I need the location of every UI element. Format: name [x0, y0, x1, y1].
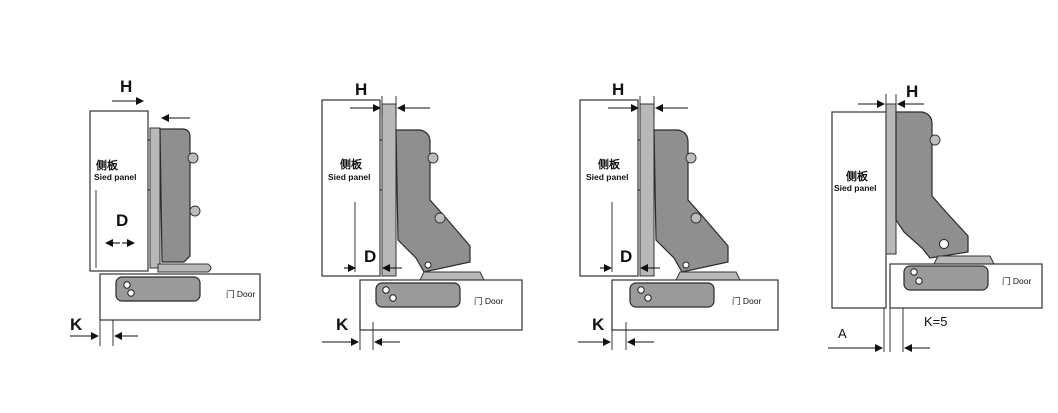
- adjust-screw: [187, 152, 199, 164]
- side-panel: [321, 99, 381, 277]
- cup-screw-hole: [910, 268, 918, 276]
- hinge-cup: [115, 276, 201, 302]
- door-label: 门 Door: [732, 296, 761, 306]
- side-panel: [89, 110, 149, 272]
- hinge-arm: [149, 127, 212, 273]
- dim-k5-label: K=5: [924, 314, 948, 329]
- panel-label-cn: 侧板: [846, 169, 869, 183]
- side-panel: [831, 111, 887, 309]
- adjust-screw: [929, 134, 941, 146]
- arm-pivot: [939, 239, 949, 249]
- dim-d-label: D: [620, 247, 632, 266]
- dim-h-label: H: [612, 80, 624, 99]
- hinge-arm: [381, 103, 485, 281]
- adjust-screw: [434, 212, 446, 224]
- dim-d-label: D: [364, 247, 376, 266]
- dim-h-label: H: [120, 77, 132, 96]
- panel-label-cn: 侧板: [598, 157, 621, 171]
- panel-label-cn: 侧板: [340, 157, 363, 171]
- dim-k-label: K: [592, 315, 605, 334]
- dim-k-label: K: [70, 315, 83, 334]
- dim-k-label: K: [336, 315, 349, 334]
- panel-label-en: Sied panel: [328, 172, 371, 182]
- door-label: 门 Door: [474, 296, 503, 306]
- dim-h-label: H: [355, 80, 367, 99]
- side-panel: [579, 99, 639, 277]
- adjust-screw: [690, 212, 702, 224]
- figure-inset: 侧板 Sied panel 门 Door H A K=5: [828, 82, 1043, 352]
- hinge-arm: [639, 103, 741, 281]
- cup-screw-hole: [127, 289, 135, 297]
- figure-half-overlay-variant: 侧板 Sied panel 门 Door H D K: [578, 80, 779, 350]
- hinge-cup: [903, 265, 989, 291]
- arm-pivot: [682, 261, 690, 269]
- adjust-screw: [427, 152, 439, 164]
- panel-label-cn: 侧板: [96, 158, 119, 172]
- cup-screw-hole: [637, 286, 645, 294]
- dim-d-label: D: [116, 211, 128, 230]
- figure-half-overlay: 侧板 Sied panel 门 Door H D K: [321, 80, 523, 350]
- cup-screw-hole: [389, 294, 397, 302]
- panel-label-en: Sied panel: [94, 172, 137, 182]
- dim-a-label: A: [838, 326, 847, 341]
- dim-h-label: H: [906, 82, 918, 101]
- cup-screw-hole: [382, 286, 390, 294]
- cup-screw-hole: [915, 277, 923, 285]
- hinge-arm: [885, 103, 995, 265]
- figure-full-overlay: 侧板 Sied panel 门 Door H D K: [70, 77, 261, 346]
- door-label: 门 Door: [1002, 276, 1031, 286]
- hinge-cup: [375, 282, 461, 308]
- adjust-screw: [685, 152, 697, 164]
- hinge-cup: [629, 282, 715, 308]
- cup-screw-hole: [644, 294, 652, 302]
- door-label: 门 Door: [226, 289, 255, 299]
- cup-screw-hole: [123, 281, 131, 289]
- arm-pivot: [424, 261, 432, 269]
- adjust-screw: [189, 205, 201, 217]
- panel-label-en: Sied panel: [834, 183, 877, 193]
- panel-label-en: Sied panel: [586, 172, 629, 182]
